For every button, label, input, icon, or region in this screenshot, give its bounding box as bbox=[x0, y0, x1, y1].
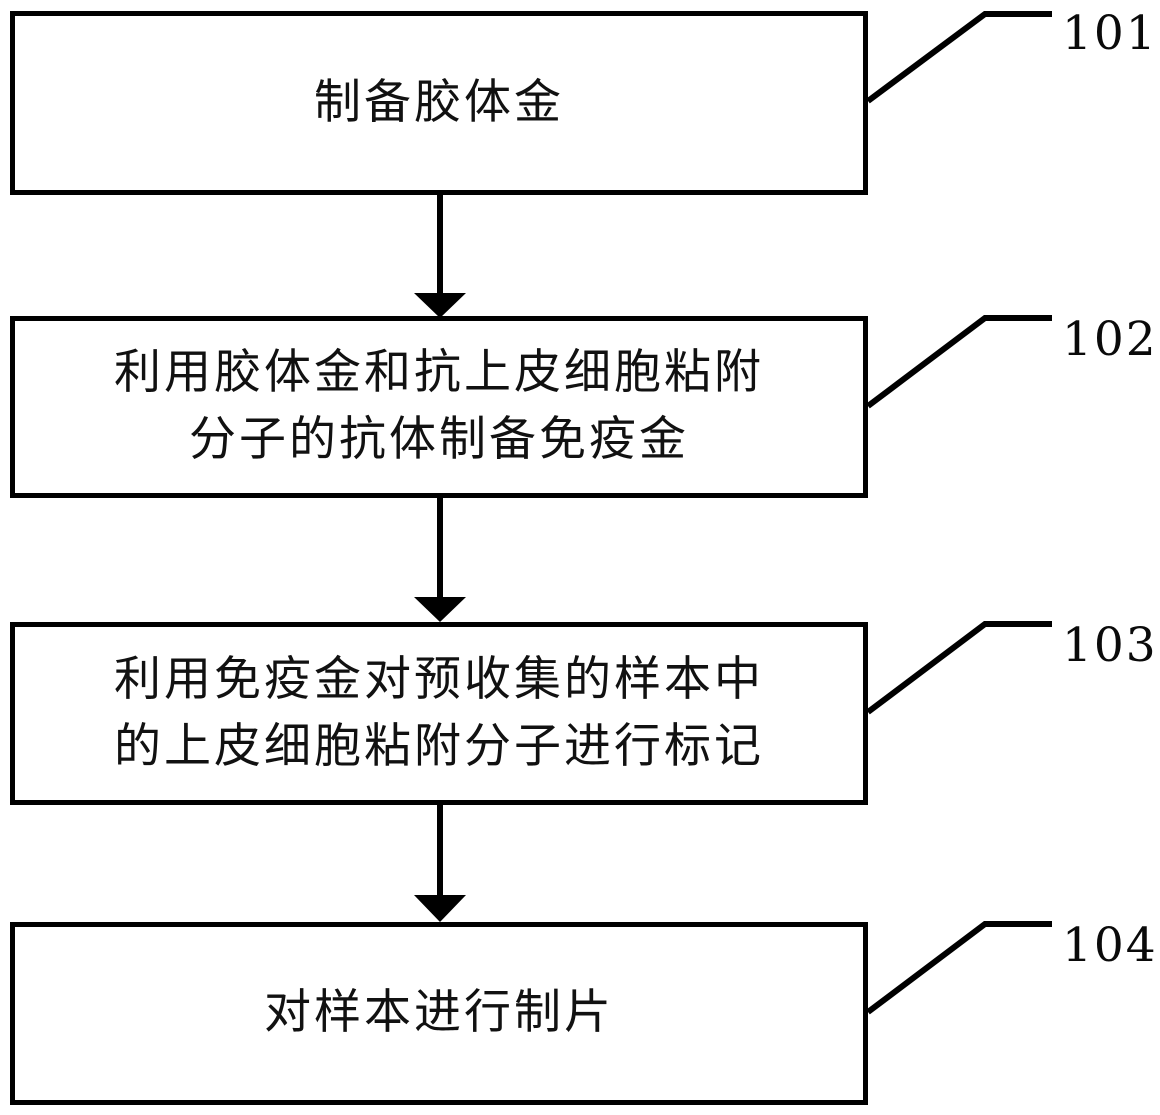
process-box-101[interactable]: 制备胶体金 bbox=[10, 11, 868, 195]
reference-number-103: 103 bbox=[1062, 618, 1158, 673]
process-box-104[interactable]: 对样本进行制片 bbox=[10, 922, 868, 1105]
leader-line-102 bbox=[866, 315, 1052, 409]
leader-line-101 bbox=[866, 11, 1052, 104]
connector-101-102 bbox=[414, 195, 466, 318]
reference-number-101: 101 bbox=[1062, 6, 1158, 61]
process-box-104-label: 对样本进行制片 bbox=[264, 985, 614, 1041]
reference-number-104: 104 bbox=[1062, 918, 1158, 973]
leader-line-103 bbox=[866, 621, 1052, 715]
process-box-103[interactable]: 利用免疫金对预收集的样本中 的上皮细胞粘附分子进行标记 bbox=[10, 622, 868, 805]
reference-number-102: 102 bbox=[1062, 312, 1158, 367]
process-box-103-label: 利用免疫金对预收集的样本中 的上皮细胞粘附分子进行标记 bbox=[114, 651, 764, 774]
leader-line-104 bbox=[866, 921, 1052, 1015]
process-box-102-label: 利用胶体金和抗上皮细胞粘附 分子的抗体制备免疫金 bbox=[114, 345, 764, 467]
connector-102-103 bbox=[414, 498, 466, 622]
process-box-101-label: 制备胶体金 bbox=[314, 74, 564, 130]
process-box-102[interactable]: 利用胶体金和抗上皮细胞粘附 分子的抗体制备免疫金 bbox=[10, 316, 868, 498]
connector-103-104 bbox=[414, 805, 466, 922]
